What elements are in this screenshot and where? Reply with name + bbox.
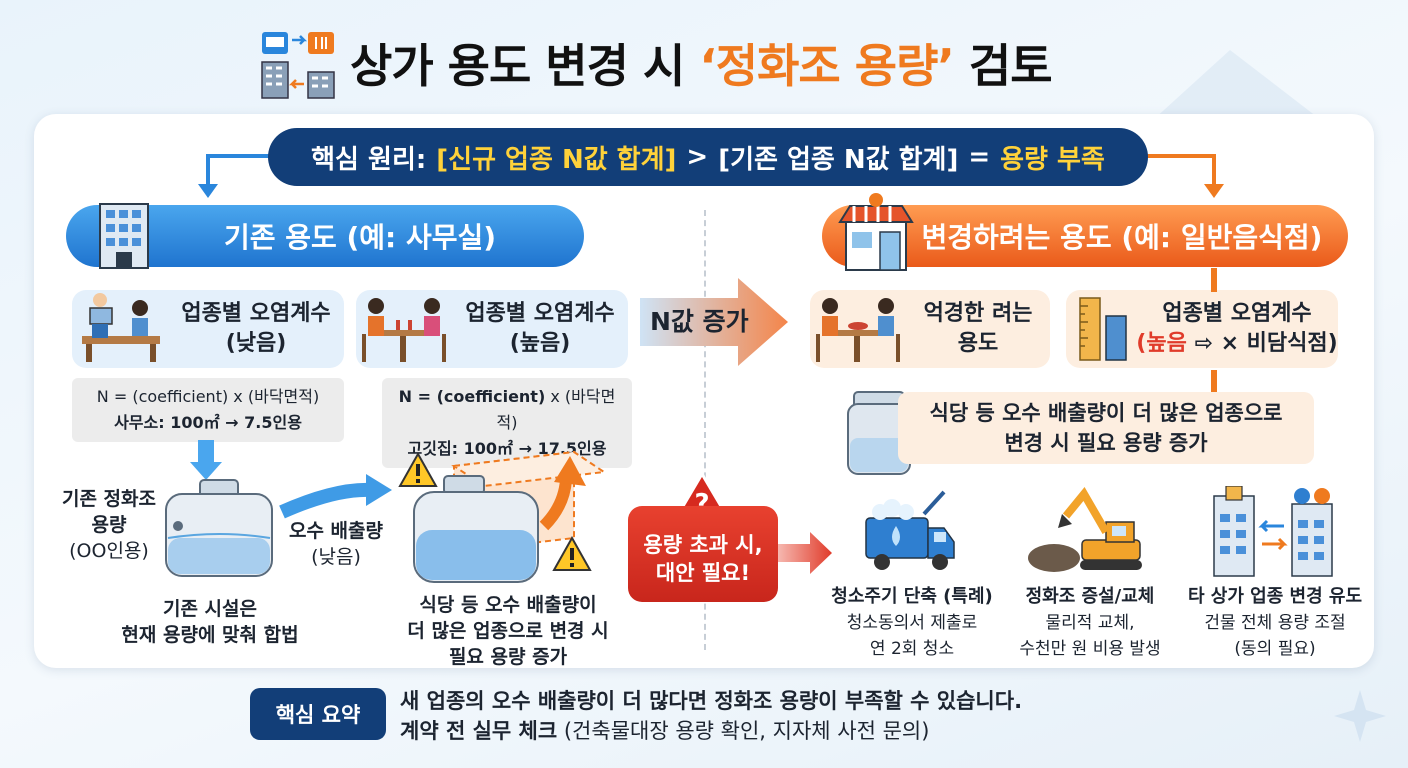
- n-increase-arrow: [640, 278, 788, 366]
- core-principle-banner: 핵심 원리: [신규 업종 N값 합계] > [기존 업종 N값 합계] = 용…: [268, 128, 1148, 186]
- warning-icon: [398, 452, 438, 487]
- pollution-coefficient-low-card: 업종별 오염계수(낮음): [72, 290, 344, 368]
- restaurant-storefront-icon: [838, 193, 914, 271]
- ruler-icon: [1079, 297, 1127, 361]
- down-arrow-icon: [190, 440, 222, 480]
- existing-use-header: 기존 용도 (예: 사무실): [66, 205, 584, 267]
- change-caption: 식당 등 오수 배출량이 더 많은 업종으로 변경 시 필요 용량 증가: [407, 594, 609, 668]
- right-arrow-icon: [778, 532, 832, 574]
- page-title: 상가 용도 변경 시 ‘정화조 용량’ 검토: [350, 39, 1053, 93]
- office-building-icon: [99, 203, 149, 269]
- right-connector-arrow: [1146, 154, 1224, 198]
- summary-text: 새 업종의 오수 배출량이 더 많다면 정화조 용량이 부족할 수 있습니다. …: [400, 689, 1023, 743]
- buildings-exchange-icon: [1213, 486, 1333, 577]
- septic-tank-large-icon: [413, 450, 607, 583]
- option-other-store: 타 상가 업종 변경 유도 건물 전체 용량 조절 (동의 필요): [1187, 586, 1363, 659]
- option-expansion: 정화조 증설/교체 물리적 교체, 수천만 원 비용 발생: [1019, 586, 1161, 659]
- excavator-icon: [1028, 486, 1142, 572]
- flow-label: 오수 배출량 (낮음): [288, 520, 383, 568]
- note-text: 식당 등 오수 배출량이 더 많은 업종으로 변경 시 필요 용량 증가: [929, 401, 1283, 455]
- flow-arrow-icon: [279, 474, 392, 519]
- sparkle-decoration: [1334, 690, 1386, 742]
- orange-connector-line: [1211, 268, 1217, 398]
- office-workers-icon: [82, 293, 160, 362]
- existing-tank-label: 기존 정화조 용량 (OO인용): [61, 488, 156, 562]
- existing-caption: 기존 시설은 현재 용량에 맞춰 합법: [121, 598, 299, 646]
- septic-tank-small-icon: [165, 479, 273, 577]
- left-connector-arrow: [198, 154, 270, 198]
- formula-office: N = (coefficient) x (바닥면적) 사무소: 100㎡ → 7…: [72, 378, 344, 442]
- tank-icon: [847, 391, 911, 475]
- pollution-coefficient-changed-card: 업종별 오염계수 (높음 ⇨ × 비담식점): [1066, 290, 1338, 368]
- option-cleaning: 청소주기 단축 (특례) 청소동의서 제출로 연 2회 청소: [831, 586, 993, 659]
- summary-tag: 핵심 요약: [250, 688, 386, 740]
- restaurant-diners-icon: [362, 298, 446, 362]
- title-highlight: ‘정화조 용량’: [699, 39, 955, 93]
- note-box: 식당 등 오수 배출량이 더 많은 업종으로 변경 시 필요 용량 증가: [898, 392, 1314, 464]
- pollution-coefficient-high-card: 업종별 오염계수(높음): [356, 290, 628, 368]
- warning-icon: [552, 536, 592, 571]
- n-increase-label: N값 증가: [650, 307, 749, 336]
- capacity-exceeded-alert: 용량 초과 시, 대안 필요!: [628, 506, 778, 602]
- diners-icon: [816, 298, 900, 362]
- changed-use-header: 변경하려는 용도 (예: 일반음식점): [822, 205, 1348, 267]
- store-change-icon: [261, 32, 335, 99]
- divider-line: [704, 210, 706, 650]
- cleaning-truck-icon: [865, 490, 955, 570]
